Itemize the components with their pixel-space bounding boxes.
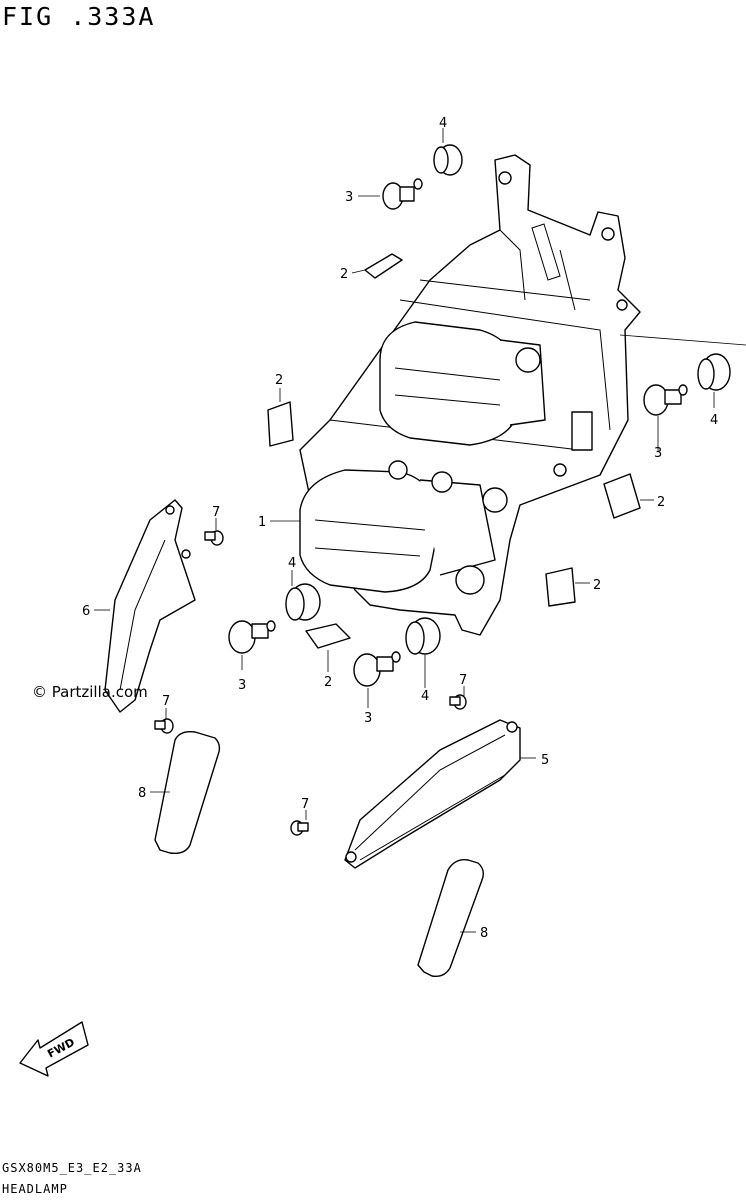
watermark: © Partzilla.com — [32, 683, 148, 701]
callout-4: 4 — [439, 116, 447, 131]
lens — [154, 730, 221, 855]
callout-7: 7 — [459, 673, 467, 688]
leader-lines — [94, 128, 746, 933]
bolt — [382, 178, 423, 210]
callout-7: 7 — [212, 505, 220, 520]
callout-3: 3 — [364, 711, 372, 726]
screw — [154, 718, 174, 734]
callouts: 1 2 2 2 2 2 3 3 3 3 4 4 4 4 5 6 7 7 7 7 … — [82, 116, 718, 941]
callout-8: 8 — [138, 786, 146, 801]
screw — [204, 530, 224, 546]
callout-2: 2 — [340, 267, 348, 282]
cushion-group — [267, 253, 641, 649]
bolt — [643, 384, 688, 416]
cushion — [267, 401, 294, 447]
callout-5: 5 — [541, 753, 549, 768]
cushion — [545, 567, 576, 607]
grommet-group — [285, 144, 731, 655]
callout-4: 4 — [288, 556, 296, 571]
callout-2: 2 — [593, 578, 601, 593]
cushion — [305, 623, 351, 649]
callout-7: 7 — [301, 797, 309, 812]
headlamp-unit — [299, 321, 546, 595]
callout-2: 2 — [324, 675, 332, 690]
fwd-arrow: FWD — [19, 1021, 89, 1077]
callout-4: 4 — [710, 413, 718, 428]
callout-6: 6 — [82, 604, 90, 619]
screw — [449, 694, 467, 710]
lens — [417, 859, 485, 978]
diagram-code: GSX80M5_E3_E2_33A — [2, 1161, 142, 1175]
cover — [104, 499, 196, 713]
callout-8: 8 — [480, 926, 488, 941]
grommet — [285, 583, 321, 621]
callout-1: 1 — [258, 515, 266, 530]
callout-3: 3 — [654, 446, 662, 461]
screw-group — [154, 530, 467, 836]
callout-3: 3 — [345, 190, 353, 205]
callout-2: 2 — [275, 373, 283, 388]
callout-4: 4 — [421, 689, 429, 704]
callout-2: 2 — [657, 495, 665, 510]
grommet — [433, 144, 463, 176]
callout-3: 3 — [238, 678, 246, 693]
position-lamp — [344, 719, 521, 869]
grommet — [697, 353, 731, 391]
bolt-group — [228, 178, 688, 687]
grommet — [405, 617, 441, 655]
diagram-name: HEADLAMP — [2, 1182, 68, 1196]
callout-7: 7 — [162, 694, 170, 709]
bolt — [228, 620, 276, 654]
lens-group — [154, 730, 485, 978]
bolt — [353, 651, 401, 687]
figure-title: FIG .333A — [2, 2, 156, 31]
cushion — [364, 253, 403, 279]
screw — [290, 820, 309, 836]
cushion — [603, 473, 641, 519]
